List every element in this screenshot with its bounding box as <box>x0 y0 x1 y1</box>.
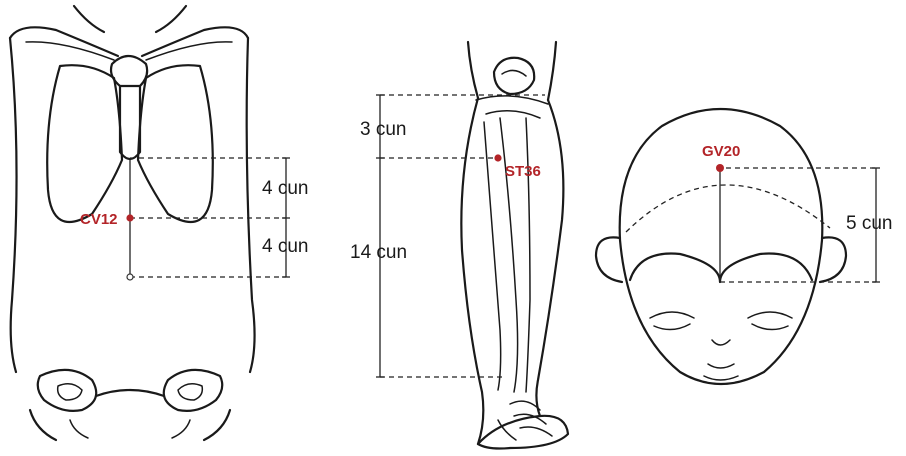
st36-point-label: ST36 <box>505 163 541 180</box>
head-panel: GV20 5 cun <box>596 109 892 384</box>
torso-lower-measure-label: 4 cun <box>262 236 308 257</box>
st36-point-dot <box>494 154 501 161</box>
leg-upper-measure-label: 3 cun <box>360 119 406 140</box>
torso-outline <box>10 6 255 440</box>
leg-lower-measure-label: 14 cun <box>350 242 407 263</box>
head-measure-label: 5 cun <box>846 213 892 234</box>
leg-panel: ST36 3 cun 14 cun <box>350 42 568 449</box>
gv20-point-dot <box>716 164 724 172</box>
gv20-point-label: GV20 <box>702 143 740 160</box>
cv12-point-dot <box>126 214 133 221</box>
torso-upper-measure-label: 4 cun <box>262 178 308 199</box>
torso-measure-guides <box>127 158 290 280</box>
cv12-point-label: CV12 <box>80 211 118 228</box>
leg-outline <box>461 42 568 449</box>
torso-panel: CV12 4 cun 4 cun <box>10 6 308 440</box>
